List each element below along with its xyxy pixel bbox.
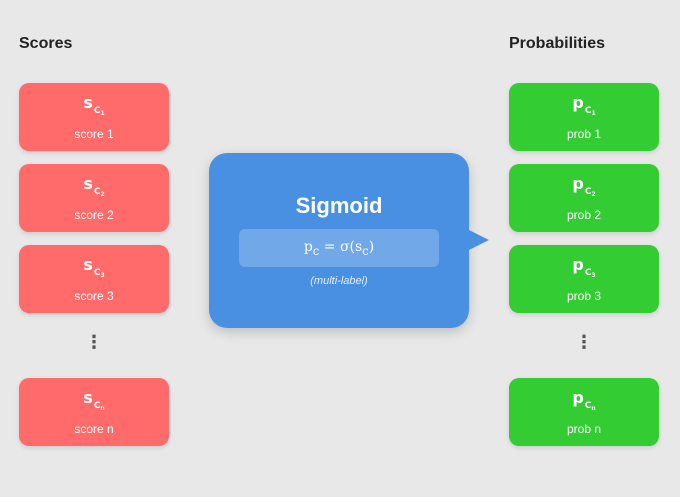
prob-label: prob 2 — [566, 207, 602, 222]
score-label: score 2 — [74, 207, 114, 222]
prob-symbol: pC1 — [572, 92, 596, 117]
score-symbol: sC1 — [83, 92, 105, 117]
prob-label: prob 1 — [566, 126, 602, 141]
score-ellipsis: ⋮ — [85, 332, 103, 353]
score-box: sC1 score 1 — [19, 83, 169, 151]
prob-ellipsis: ⋮ — [575, 332, 593, 353]
score-label: score 3 — [74, 288, 114, 303]
score-label: score 1 — [74, 126, 114, 141]
arrow-right-icon — [469, 230, 489, 250]
function-title: Sigmoid — [295, 193, 383, 218]
formula: pc = σ(sc) — [239, 229, 439, 267]
prob-box: pC1 prob 1 — [509, 83, 659, 151]
prob-symbol: pCn — [572, 387, 596, 412]
probabilities-heading: Probabilities — [509, 35, 606, 52]
prob-box: pCn prob n — [509, 378, 659, 446]
score-box: sCn score n — [19, 378, 169, 446]
score-symbol: sCn — [83, 387, 105, 412]
score-symbol: sC3 — [83, 254, 105, 279]
prob-symbol: pC2 — [572, 173, 596, 198]
score-symbol: sC2 — [83, 173, 105, 198]
prob-symbol: pC3 — [572, 254, 596, 279]
prob-label: prob n — [566, 421, 602, 436]
scores-heading: Scores — [19, 35, 73, 52]
sigmoid-function-box: Sigmoid pc = σ(sc) (multi-label) — [209, 153, 469, 328]
prob-box: pC3 prob 3 — [509, 245, 659, 313]
prob-box: pC2 prob 2 — [509, 164, 659, 232]
function-note: (multi-label) — [310, 275, 368, 287]
score-label: score n — [74, 421, 114, 436]
score-box: sC2 score 2 — [19, 164, 169, 232]
score-box: sC3 score 3 — [19, 245, 169, 313]
prob-label: prob 3 — [566, 288, 602, 303]
